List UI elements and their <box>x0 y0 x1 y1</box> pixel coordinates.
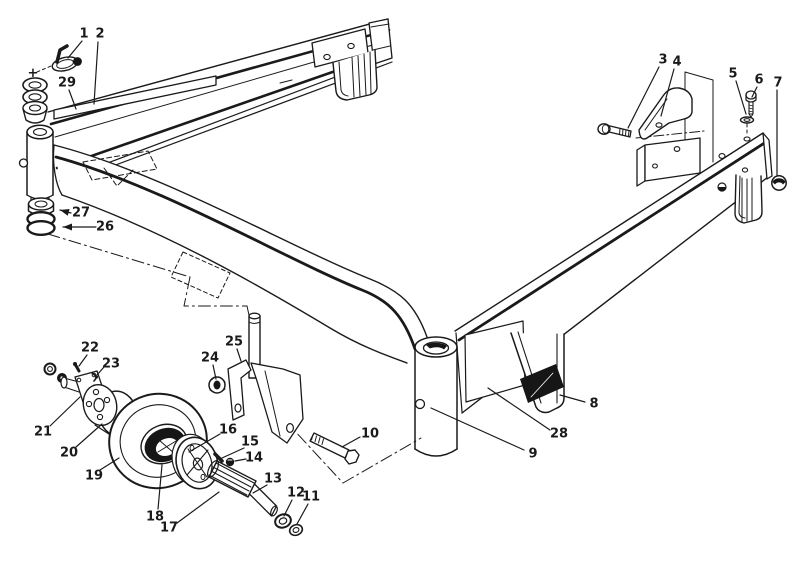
right-beam <box>454 132 773 414</box>
leader-line-20 <box>75 423 103 448</box>
axle-13 <box>206 460 278 517</box>
callout-number-8: 8 <box>589 397 598 412</box>
leader-line-18 <box>157 464 163 510</box>
leader-line-29 <box>68 89 77 110</box>
tower-assembly <box>597 71 787 191</box>
callout-number-16: 16 <box>219 423 237 438</box>
latch-lever-1 <box>36 44 82 73</box>
leader-line-21 <box>49 396 81 427</box>
leader-line-23 <box>96 366 105 376</box>
lever-knob <box>73 57 82 66</box>
leader-arrow-27 <box>60 208 70 216</box>
leader-line-24 <box>212 364 217 380</box>
callout-number-2: 2 <box>95 27 104 42</box>
hidden-hanger-dashed <box>82 150 158 187</box>
nut-24 <box>208 376 226 394</box>
spindle-tube <box>18 124 54 203</box>
clip-23 <box>91 372 98 382</box>
callout-number-22: 22 <box>81 341 99 356</box>
leader-line-4 <box>660 68 675 117</box>
leader-line-17 <box>176 491 220 524</box>
pin-15 <box>213 452 224 463</box>
leader-line-19 <box>99 457 120 471</box>
leader-line-10 <box>341 436 361 448</box>
leader-line-11 <box>296 503 309 525</box>
leader-line-13 <box>252 484 268 494</box>
pin-22 <box>73 362 81 373</box>
callout-number-27: 27 <box>72 206 90 221</box>
leader-line-3 <box>627 66 660 129</box>
leader-line-6 <box>751 86 758 98</box>
callout-number-19: 19 <box>85 469 103 484</box>
leader-line-5 <box>735 80 747 115</box>
plus-marker: + <box>28 66 39 81</box>
washer-11 <box>288 523 304 537</box>
leader-line-8 <box>559 394 586 403</box>
callout-number-12: 12 <box>287 486 305 501</box>
callout-number-15: 15 <box>241 435 259 450</box>
leader-line-15 <box>221 447 245 459</box>
end-hanger-right <box>734 174 763 224</box>
callout-number-9: 9 <box>528 447 537 462</box>
latch-centerline <box>635 130 705 139</box>
nut-14 <box>225 457 235 467</box>
callout-number-20: 20 <box>60 446 78 461</box>
callout-number-6: 6 <box>754 73 763 88</box>
leader-arrow-26 <box>63 223 72 231</box>
callout-number-18: 18 <box>146 510 164 525</box>
latch-bar-4 <box>638 87 693 140</box>
leader-line-9 <box>430 407 525 451</box>
washer-5 <box>739 116 755 137</box>
leader-line-22 <box>78 354 88 367</box>
callout-number-4: 4 <box>672 55 681 70</box>
pad-hanger <box>510 331 565 414</box>
fork-right-plate <box>250 362 304 444</box>
callout-number-10: 10 <box>361 427 379 442</box>
bolt-10 <box>309 432 360 465</box>
fork-left-arm <box>227 359 252 421</box>
leader-line-1 <box>67 40 83 59</box>
rings-26 <box>26 210 56 236</box>
leader-line-25 <box>236 348 242 362</box>
beam-end-hanger <box>332 49 378 101</box>
washer-stack <box>22 77 48 124</box>
callout-number-28: 28 <box>550 427 568 442</box>
support-strip <box>53 75 217 120</box>
knob-7 <box>771 175 787 191</box>
leader-line-16 <box>188 433 221 453</box>
frame-top-beam <box>47 18 393 186</box>
bolt-6 <box>745 90 757 118</box>
frame-arm <box>52 144 428 364</box>
callout-number-21: 21 <box>34 425 52 440</box>
callout-number-5: 5 <box>728 67 737 82</box>
leader-line-28 <box>487 387 551 431</box>
callout-number-29: 29 <box>58 76 76 91</box>
callout-number-24: 24 <box>201 351 219 366</box>
callout-number-1: 1 <box>79 27 88 42</box>
washer-12 <box>274 513 292 529</box>
caster-socket-9 <box>414 336 458 457</box>
leader-line-2 <box>93 41 99 105</box>
leader-line-14 <box>234 458 247 462</box>
washer-ring <box>43 362 57 376</box>
rubber-pad-8 <box>520 364 564 403</box>
caster-fork-25 <box>208 312 304 444</box>
arm-decal <box>170 251 231 299</box>
callout-number-23: 23 <box>102 357 120 372</box>
callout-number-26: 26 <box>96 220 114 235</box>
bolt-3 <box>597 123 632 138</box>
callout-number-14: 14 <box>245 451 263 466</box>
socket-stud <box>414 398 426 410</box>
leader-line-12 <box>283 499 293 517</box>
callout-number-11: 11 <box>302 490 320 505</box>
tube-stud <box>18 158 29 168</box>
callout-number-3: 3 <box>658 53 667 68</box>
callout-number-13: 13 <box>264 472 282 487</box>
callout-number-7: 7 <box>773 76 782 91</box>
callout-number-25: 25 <box>225 335 243 350</box>
rim-16 <box>171 433 219 490</box>
callout-number-17: 17 <box>160 521 178 536</box>
